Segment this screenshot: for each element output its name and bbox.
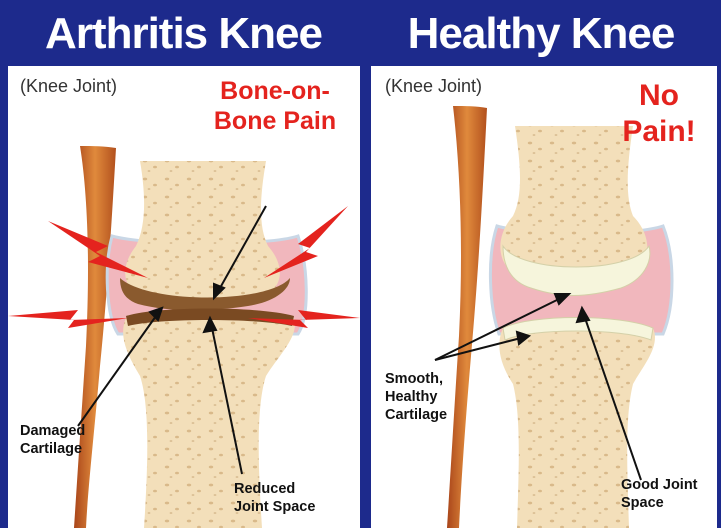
arthritis-subtitle: (Knee Joint): [20, 76, 117, 97]
healthy-subtitle: (Knee Joint): [385, 76, 482, 97]
arthritis-knee-panel: (Knee Joint) Bone-on- Bone Pain Damaged …: [8, 66, 360, 528]
femur-bone: [125, 161, 280, 304]
tendon: [447, 106, 487, 528]
smooth-healthy-cartilage-label: Smooth, Healthy Cartilage: [385, 370, 447, 424]
good-joint-space-label: Good Joint Space: [621, 476, 698, 512]
healthy-knee-title: Healthy Knee: [366, 6, 716, 62]
reduced-joint-space-label: Reduced Joint Space: [234, 480, 315, 516]
tendon: [74, 146, 116, 528]
damaged-cartilage-label: Damaged Cartilage: [20, 422, 85, 458]
left-edge-gap: [0, 230, 8, 528]
arthritis-knee-title: Arthritis Knee: [6, 6, 361, 62]
bone-on-bone-pain-label: Bone-on- Bone Pain: [200, 76, 350, 136]
healthy-knee-panel: (Knee Joint) No Pain! Smooth, Healthy Ca…: [371, 66, 717, 528]
no-pain-label: No Pain!: [609, 78, 709, 150]
